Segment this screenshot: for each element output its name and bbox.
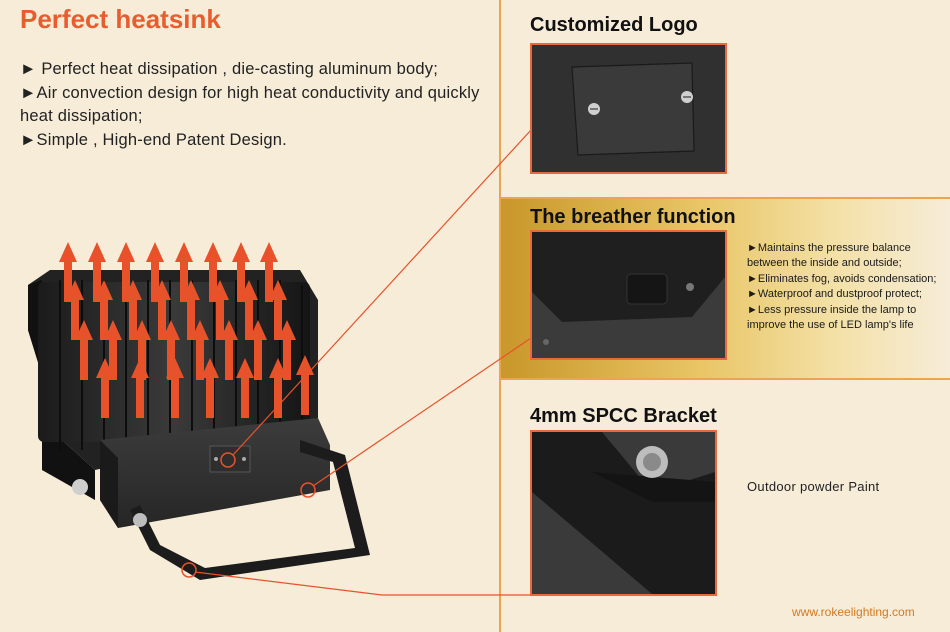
bracket-marker [181, 562, 197, 578]
mounting-bracket [72, 440, 370, 580]
divider-bottom [499, 378, 950, 380]
screw-icon [242, 457, 246, 461]
screw-icon [214, 457, 218, 461]
breather-title: The breather function [530, 206, 736, 228]
breather-bullet-2: ►Eliminates fog, avoids condensation; [747, 272, 937, 285]
breather-photo [530, 230, 727, 360]
screw-icon [588, 103, 600, 115]
bracket-title: 4mm SPCC Bracket [530, 405, 717, 427]
breather-bullet-3: ►Waterproof and dustproof protect; [747, 288, 922, 301]
logo-marker [220, 452, 236, 468]
heatsink-bullet-1: ► Perfect heat dissipation , die-casting… [20, 60, 439, 78]
page-title: Perfect heatsink [20, 4, 221, 34]
heatsink-bullets: ► Perfect heat dissipation , die-casting… [20, 58, 490, 152]
website-link[interactable]: www.rokeelighting.com [792, 605, 915, 619]
screw-icon [681, 91, 693, 103]
divider-top [499, 197, 950, 199]
bracket-note: Outdoor powder Paint [747, 479, 880, 494]
bracket-photo [530, 430, 717, 596]
knob-icon [72, 479, 88, 495]
breather-marker [300, 482, 316, 498]
heatsink-bullet-2: ►Air convection design for high heat con… [20, 83, 480, 126]
heatsink-bullet-3: ►Simple , High-end Patent Design. [20, 130, 287, 149]
breather-bullet-1: ►Maintains the pressure balance between … [747, 242, 911, 270]
breather-bullet-4: ►Less pressure inside the lamp to improv… [747, 303, 917, 332]
breather-bullets: ►Maintains the pressure balance between … [747, 241, 947, 333]
logo-title: Customized Logo [530, 14, 698, 36]
floodlight-illustration [28, 242, 370, 580]
logo-photo [530, 43, 727, 174]
